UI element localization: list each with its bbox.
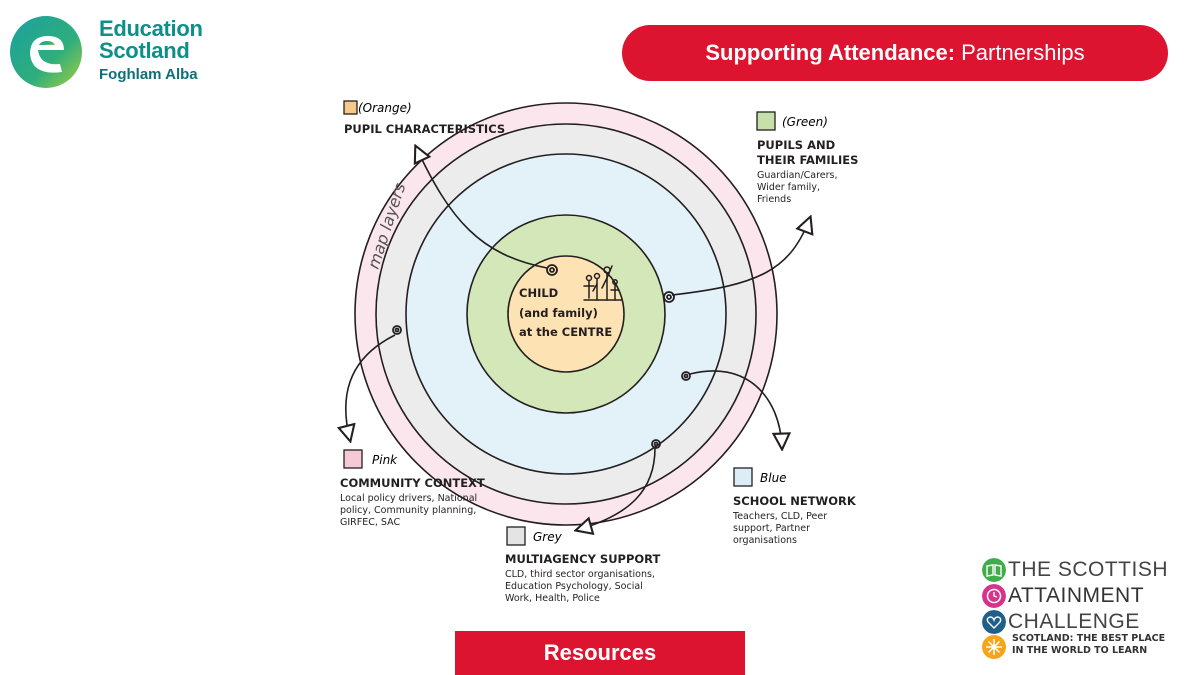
page-title-bold: Supporting Attendance:	[705, 40, 956, 65]
legend-green-title-1: PUPILS AND	[757, 138, 835, 152]
arrow-to-pupil-characteristics	[416, 147, 548, 269]
legend-orange-title: PUPIL CHARACTERISTICS	[344, 122, 505, 136]
arrow-to-community-context	[346, 334, 396, 440]
legend-pupils-families: (Green) PUPILS AND THEIR FAMILIES Guardi…	[756, 111, 858, 205]
legend-pink-title: COMMUNITY CONTEXT	[340, 476, 485, 490]
legend-green-name: (Green)	[782, 115, 828, 129]
logo-foghlam-text: Foghlam Alba	[99, 66, 198, 83]
sun-icon	[982, 635, 1006, 659]
legend-blue-swatch	[733, 467, 753, 487]
resources-button[interactable]: Resources	[455, 631, 745, 675]
connector-dots	[392, 264, 691, 449]
ring-orange	[507, 255, 625, 373]
legend-pink-desc-3: GIRFEC, SAC	[340, 517, 400, 528]
legend-green-title-2: THEIR FAMILIES	[757, 153, 858, 167]
legend-pink-desc-2: policy, Community planning,	[340, 505, 476, 516]
sac-tagline-1: SCOTLAND: THE BEST PLACE	[1012, 633, 1166, 644]
legend-grey-desc-3: Work, Health, Police	[505, 593, 600, 604]
legend-pink-swatch	[343, 449, 363, 469]
legend-green-desc-3: Friends	[757, 194, 791, 205]
page-title-subtitle: Partnerships	[961, 40, 1085, 65]
sac-line-1: THE SCOTTISH	[1008, 558, 1169, 581]
legend-grey-desc-2: Education Psychology, Social	[505, 581, 643, 592]
legend-grey-desc-1: CLD, third sector organisations,	[505, 569, 655, 580]
sac-tagline: SCOTLAND: THE BEST PLACE IN THE WORLD TO…	[1012, 633, 1165, 657]
legend-blue-title: SCHOOL NETWORK	[733, 494, 857, 508]
legend-multiagency-support: Grey MULTIAGENCY SUPPORT CLD, third sect…	[505, 526, 661, 604]
legend-community-context: Pink COMMUNITY CONTEXT Local policy driv…	[340, 449, 485, 528]
centre-line-1: CHILD	[519, 286, 558, 300]
legend-orange-name: (Orange)	[358, 101, 412, 115]
family-icon	[583, 265, 623, 301]
legend-orange-swatch	[343, 100, 358, 115]
book-icon	[982, 558, 1006, 582]
scottish-attainment-challenge-logo: THE SCOTTISH ATTAINMENT CHALLENGE SCOTLA…	[982, 557, 1192, 661]
sac-line-3: CHALLENGE	[1008, 610, 1140, 633]
sac-tagline-2: IN THE WORLD TO LEARN	[1012, 645, 1148, 656]
legend-grey-name: Grey	[533, 530, 563, 544]
legend-blue-desc-2: support, Partner	[733, 523, 810, 534]
legend-grey-swatch	[506, 526, 526, 546]
arrow-to-pupils-families	[671, 218, 810, 296]
legend-green-desc-1: Guardian/Carers,	[757, 170, 838, 181]
centre-line-3: at the CENTRE	[519, 325, 612, 339]
legend-school-network: Blue SCHOOL NETWORK Teachers, CLD, Peer …	[732, 467, 857, 546]
legend-blue-desc-1: Teachers, CLD, Peer	[732, 511, 827, 522]
legend-blue-desc-3: organisations	[733, 535, 797, 546]
education-scotland-logo: Education Scotland Foghlam Alba	[8, 14, 208, 94]
legend-pupil-characteristics: (Orange) PUPIL CHARACTERISTICS	[343, 100, 505, 136]
legend-pink-name: Pink	[372, 453, 398, 467]
logo-scotland-text: Scotland	[99, 38, 190, 63]
arrow-to-multiagency-support	[577, 447, 656, 530]
legend-grey-title: MULTIAGENCY SUPPORT	[505, 552, 661, 566]
arrow-to-school-network	[689, 370, 782, 448]
legend-green-desc-2: Wider family,	[757, 182, 820, 193]
heart-icon	[982, 610, 1006, 634]
legend-green-swatch	[756, 111, 776, 131]
legend-pink-desc-1: Local policy drivers, National	[340, 493, 477, 504]
clock-icon	[982, 584, 1006, 608]
sac-line-2: ATTAINMENT	[1008, 584, 1145, 607]
logo-education-text: Education	[99, 16, 203, 41]
centre-line-2: (and family)	[519, 306, 598, 320]
legend-blue-name: Blue	[760, 471, 787, 485]
education-scotland-e-icon	[10, 16, 82, 88]
page-title-banner: Supporting Attendance: Partnerships	[622, 25, 1168, 81]
